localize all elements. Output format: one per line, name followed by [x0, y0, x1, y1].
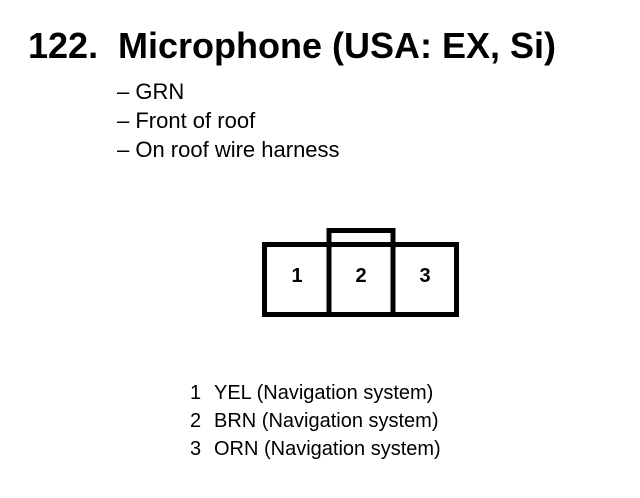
component-number: 122.: [28, 25, 99, 66]
pin-item: 3 ORN (Navigation system): [190, 435, 441, 463]
pin-description: ORN (Navigation system): [214, 438, 441, 460]
pin-description: YEL (Navigation system): [214, 382, 434, 404]
detail-wire-color: – GRN: [117, 79, 185, 104]
terminal-label-1: 1: [291, 265, 302, 287]
detail-harness: – On roof wire harness: [117, 137, 340, 162]
terminal-label-2: 2: [355, 265, 366, 287]
pin-item: 1 YEL (Navigation system): [190, 379, 441, 407]
component-name: Microphone (USA: EX, Si): [118, 25, 557, 66]
connector-lock-tab: [326, 228, 396, 245]
pin-list: 1 YEL (Navigation system) 2 BRN (Navigatio…: [190, 379, 441, 463]
terminal-label-3: 3: [419, 265, 430, 287]
pin-number: 1: [190, 382, 202, 404]
pin-number: 3: [190, 438, 202, 460]
pin-item: 2 BRN (Navigation system): [190, 407, 441, 435]
component-title: 122. Microphone (USA: EX, Si): [28, 22, 556, 70]
pin-description: BRN (Navigation system): [214, 410, 439, 432]
detail-location: – Front of roof: [117, 108, 256, 133]
pin-number: 2: [190, 410, 202, 432]
connector-diagram: 1 2 3: [262, 228, 459, 317]
component-details: – GRN – Front of roof – On roof wire har…: [117, 77, 340, 164]
connector-body: [262, 242, 459, 317]
